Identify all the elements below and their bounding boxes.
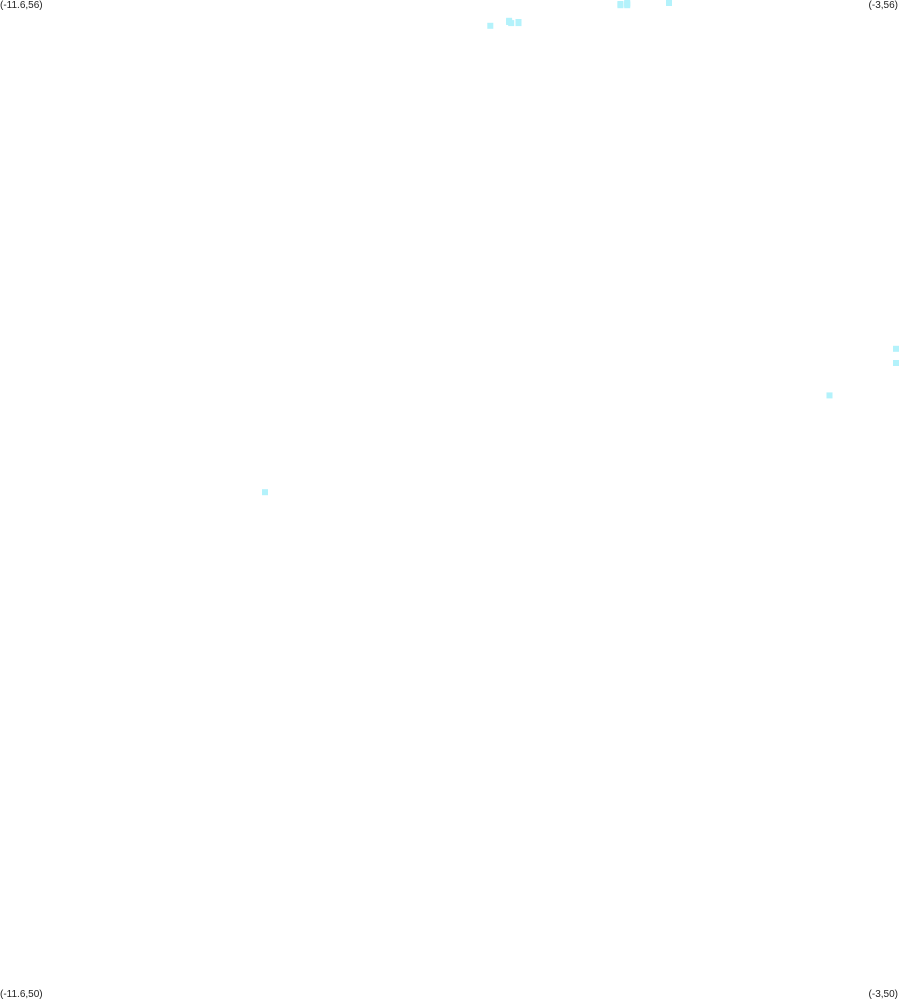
data-point-marker	[624, 2, 631, 9]
corner-label-bottom-right: (-3,50)	[868, 989, 898, 999]
corner-label-top-left: (-11.6,56)	[0, 0, 43, 11]
data-point-marker	[893, 360, 899, 366]
data-point-marker	[508, 20, 515, 27]
data-point-marker	[515, 20, 522, 27]
data-point-marker	[893, 345, 899, 352]
data-point-marker	[487, 22, 494, 29]
data-point-marker	[826, 392, 833, 399]
corner-label-bottom-left: (-11.6,50)	[0, 989, 43, 999]
data-point-marker	[666, 0, 672, 6]
corner-label-top-right: (-3,56)	[868, 0, 898, 11]
data-point-marker	[617, 2, 624, 9]
marker-layer	[262, 0, 899, 496]
data-point-marker	[262, 489, 268, 496]
